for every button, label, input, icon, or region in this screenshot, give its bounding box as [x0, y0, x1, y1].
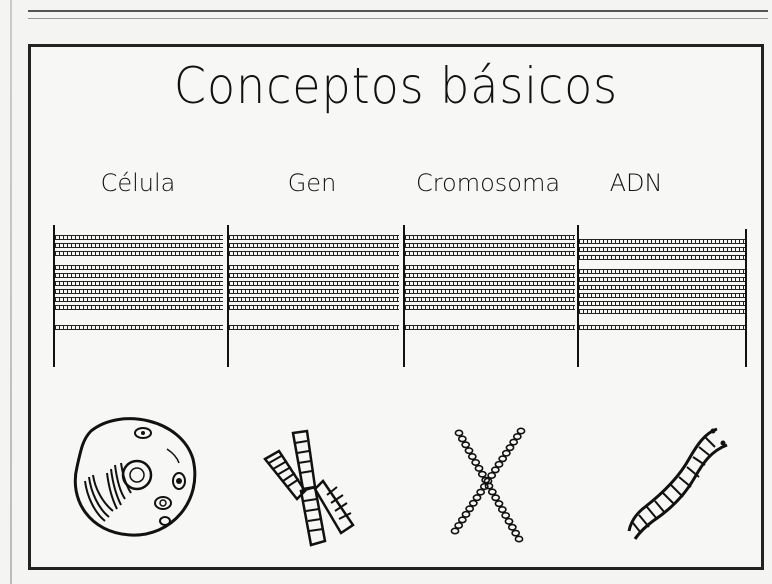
chromosome-gene-icon [257, 429, 367, 549]
page-edge [10, 0, 12, 584]
writing-area-celula[interactable] [53, 225, 223, 367]
worksheet-title: Conceptos básicos [173, 57, 619, 115]
dna-icon [619, 423, 729, 543]
writing-area-cromosoma[interactable] [403, 225, 575, 367]
chromosome-icon [441, 427, 531, 547]
writing-area-gen[interactable] [227, 225, 399, 367]
concept-heading-adn: ADN [609, 169, 663, 197]
cell-icon [71, 409, 201, 539]
column-divider [403, 225, 405, 367]
concept-heading-celula: Célula [100, 169, 176, 197]
concept-heading-gen: Gen [287, 169, 337, 197]
column-divider [577, 225, 579, 367]
column-divider-right [745, 229, 747, 367]
worksheet-frame: Conceptos básicos Célula Gen Cromosoma A… [28, 44, 764, 570]
writing-area-adn[interactable] [577, 225, 747, 367]
page-top-edge [28, 10, 768, 19]
column-divider [53, 225, 55, 367]
concept-heading-cromosoma: Cromosoma [415, 169, 561, 197]
column-divider [227, 225, 229, 367]
